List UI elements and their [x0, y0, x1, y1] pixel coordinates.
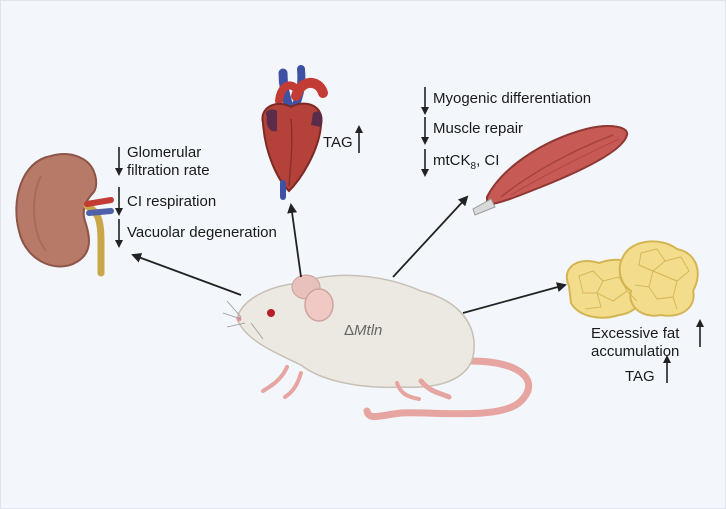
mouse-illustration	[222, 274, 533, 421]
kidney-effect-1-line1: Glomerular	[127, 144, 202, 161]
muscle-effect-3: mtCK8, CI	[433, 152, 499, 176]
muscle-effect-3-subscript: 8	[470, 161, 477, 172]
fat-effect-1-line1: Excessive fat	[591, 325, 680, 342]
genotype-gene: Mtln	[354, 322, 383, 339]
pointer-arrows	[131, 195, 567, 314]
effect-arrows	[115, 87, 704, 383]
kidney-effect-1-line2: filtration rate	[127, 162, 210, 179]
muscle-illustration	[472, 125, 629, 216]
arrow-to-kidney	[131, 253, 242, 296]
heart-illustration	[261, 65, 328, 200]
fat-effect-1-line2: accumulation	[591, 343, 680, 360]
kidney-effect-3: Vacuolar degeneration	[127, 224, 277, 241]
fat-effect-2-tag: TAG	[625, 368, 655, 385]
kidney-illustration	[15, 153, 114, 277]
mouse-genotype-label: ΔMtln	[344, 322, 382, 340]
muscle-effect-2: Muscle repair	[433, 120, 524, 137]
kidney-effect-2: CI respiration	[127, 193, 217, 210]
fat-tissue-illustration	[566, 240, 699, 319]
arrow-to-heart	[287, 203, 302, 278]
genotype-delta: Δ	[344, 322, 355, 339]
muscle-effect-3-suffix: , CI	[476, 152, 500, 169]
heart-effect-tag: TAG	[323, 134, 353, 151]
muscle-effect-3-main: mtCK	[433, 152, 471, 169]
arrow-to-muscle	[392, 195, 469, 278]
arrow-to-fat	[462, 282, 567, 314]
muscle-effect-1: Myogenic differentiation	[433, 90, 592, 107]
